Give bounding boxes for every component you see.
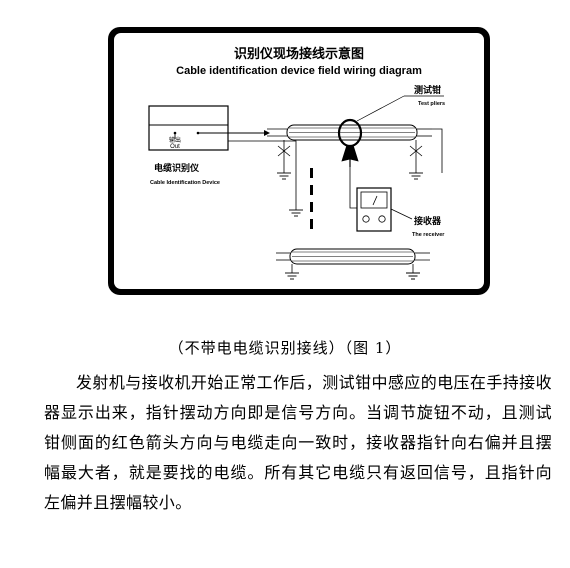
output-label-zh: 输出: [169, 136, 181, 144]
ground-terminal-icon: [196, 131, 200, 135]
device-label-en: Cable Identification Device: [150, 180, 220, 186]
omitted-cables-marker: [310, 168, 313, 229]
wiring-diagram-svg: 识别仪现场接线示意图 Cable identification device f…: [148, 46, 445, 280]
receiver-knob-icon: [378, 215, 386, 223]
cable-identification-device: 输出 Out: [148, 105, 229, 151]
ground-icon: [409, 172, 423, 180]
wiring-diagram-figure: 识别仪现场接线示意图 Cable identification device f…: [108, 27, 490, 295]
body-paragraph: 发射机与接收机开始正常工作后，测试钳中感应的电压在手持接收器显示出来，指针摆动方…: [44, 373, 552, 512]
figure-caption: （不带电电缆识别接线）（图 1）: [168, 339, 402, 357]
pliers-label-zh: 测试钳: [414, 84, 441, 96]
pliers-label-en: Test pliers: [418, 101, 445, 107]
meter-needle-icon: [372, 195, 378, 206]
diagram-title-zh: 识别仪现场接线示意图: [234, 46, 364, 62]
ground-icon: [277, 172, 291, 180]
ground-icon: [285, 272, 299, 280]
other-cable: [276, 248, 430, 265]
test-pliers: [337, 95, 444, 167]
device-label-zh: 电缆识别仪: [154, 162, 200, 174]
receiver-knob-icon: [362, 215, 370, 223]
receiver-label-zh: 接收器: [414, 215, 442, 227]
ground-icon: [289, 203, 303, 217]
output-terminal-icon: [173, 131, 177, 135]
output-label-en: Out: [170, 144, 180, 150]
diagram-title-en: Cable identification device field wiring…: [176, 65, 422, 77]
wiring-diagram-panel: 识别仪现场接线示意图 Cable identification device f…: [114, 33, 484, 289]
receiver-meter-display: [360, 191, 388, 209]
receiver-device: [356, 187, 413, 232]
target-cable: [267, 124, 432, 141]
ground-icon: [406, 272, 420, 280]
receiver-label-en: The receiver: [412, 232, 445, 238]
